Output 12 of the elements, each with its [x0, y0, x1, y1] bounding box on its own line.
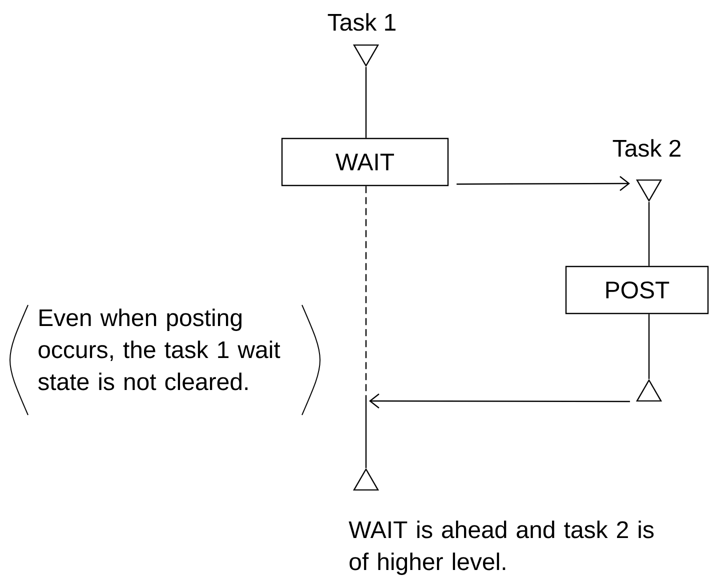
- note-text: Even when posting occurs, the task 1 wait state is not cleared.: [38, 308, 280, 390]
- arrow: [369, 394, 630, 408]
- task-label: Task 1: [328, 13, 396, 31]
- connector-line: [648, 314, 650, 379]
- arrow: [456, 176, 630, 191]
- process-box: POST: [565, 266, 709, 314]
- process-box: WAIT: [281, 138, 449, 186]
- task-label: Task 2: [612, 139, 680, 157]
- connector-line: [365, 186, 367, 468]
- connector-line: [648, 202, 650, 266]
- connector-line: [365, 67, 367, 138]
- caption: WAIT is ahead and task 2 is of higher level.: [348, 520, 654, 575]
